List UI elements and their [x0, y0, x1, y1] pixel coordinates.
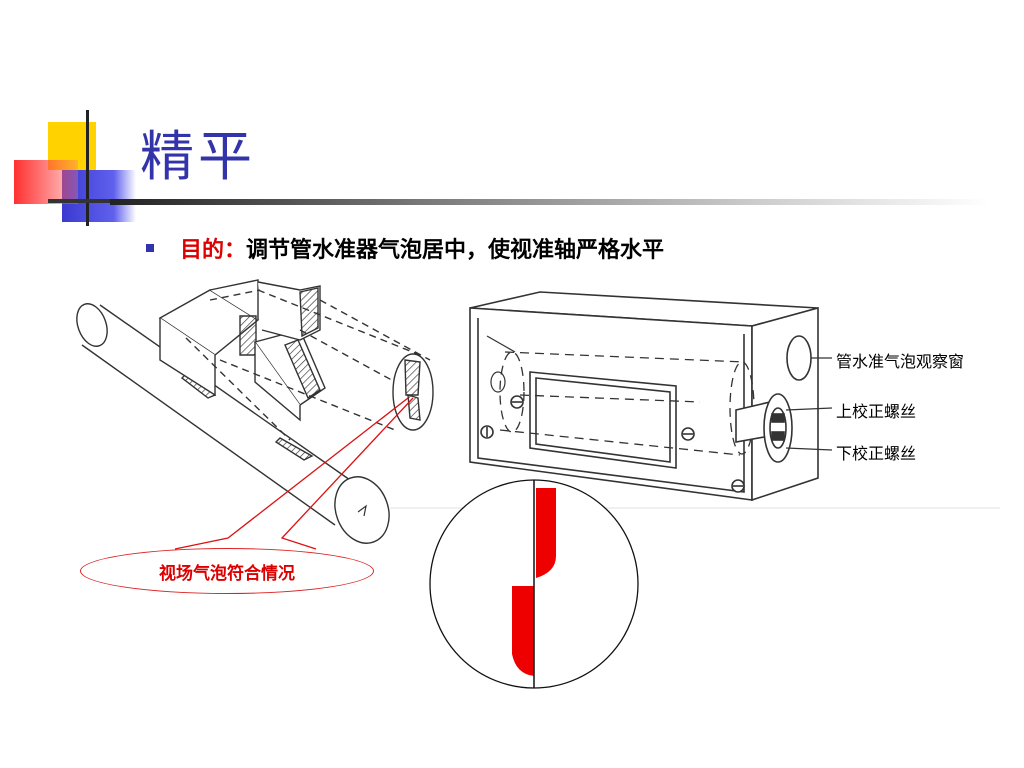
red-square — [14, 160, 78, 204]
caption-leader-lines — [174, 397, 414, 550]
level-housing-drawing — [469, 291, 833, 502]
corner-decoration — [0, 0, 140, 230]
upper-bubble-half — [536, 488, 556, 578]
horizontal-line — [48, 199, 118, 203]
lower-bubble-half — [512, 586, 534, 676]
title-divider — [110, 199, 990, 205]
bullet-square-icon — [146, 244, 154, 252]
callout-window: 管水准气泡观察窗 — [836, 352, 965, 371]
bubble-caption: 视场气泡符合情况 — [80, 548, 374, 594]
tube-vial-drawing — [76, 279, 434, 544]
callout-upper-screw: 上校正螺丝 — [836, 402, 917, 421]
slide-title: 精平 — [140, 125, 256, 188]
vertical-line — [86, 110, 89, 226]
bullet-text: 调节管水准器气泡居中，使视准轴严格水平 — [246, 238, 665, 263]
bullet-point: 目的：调节管水准器气泡居中，使视准轴严格水平 — [146, 232, 664, 264]
bubble-coincidence-view — [429, 479, 639, 689]
bullet-label: 目的： — [180, 238, 247, 263]
callout-lower-screw: 下校正螺丝 — [836, 444, 917, 463]
